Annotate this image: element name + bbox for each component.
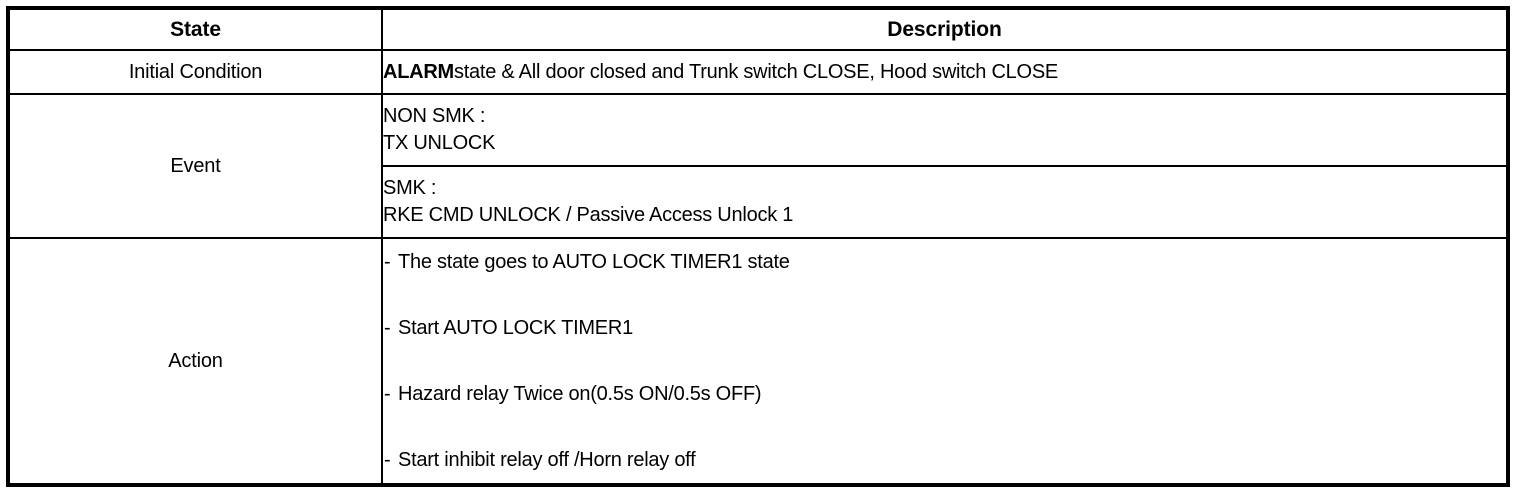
row-description-event-non-smk: NON SMK : TX UNLOCK bbox=[381, 93, 1509, 167]
event-non-smk-block: NON SMK : TX UNLOCK bbox=[383, 103, 1506, 157]
column-header-state: State bbox=[7, 7, 383, 51]
row-description-event-smk: SMK : RKE CMD UNLOCK / Passive Access Un… bbox=[381, 165, 1509, 239]
column-header-description: Description bbox=[381, 7, 1509, 51]
bullet-dash-icon: - bbox=[384, 251, 391, 273]
table-header-row: State Description bbox=[7, 7, 1509, 51]
action-item: -Hazard relay Twice on(0.5s ON/0.5s OFF) bbox=[383, 383, 1506, 405]
action-item-text: Start AUTO LOCK TIMER1 bbox=[398, 317, 633, 339]
initial-condition-rest: state & All door closed and Trunk switch… bbox=[453, 60, 1059, 83]
row-label-event: Event bbox=[7, 93, 383, 239]
event-non-smk-value: TX UNLOCK bbox=[383, 132, 496, 154]
action-item-text: Hazard relay Twice on(0.5s ON/0.5s OFF) bbox=[398, 383, 762, 405]
action-item: -Start AUTO LOCK TIMER1 bbox=[383, 317, 1506, 339]
action-item: -The state goes to AUTO LOCK TIMER1 stat… bbox=[383, 251, 1506, 273]
event-smk-value: RKE CMD UNLOCK / Passive Access Unlock 1 bbox=[383, 204, 794, 226]
action-item-text: Start inhibit relay off /Horn relay off bbox=[398, 449, 696, 471]
table-row-event-smk: SMK : RKE CMD UNLOCK / Passive Access Un… bbox=[8, 165, 1509, 239]
action-item-list: -The state goes to AUTO LOCK TIMER1 stat… bbox=[383, 251, 1506, 471]
row-description-action: -The state goes to AUTO LOCK TIMER1 stat… bbox=[381, 237, 1509, 486]
bullet-dash-icon: - bbox=[384, 449, 391, 471]
table-row-action: Action -The state goes to AUTO LOCK TIME… bbox=[7, 237, 1509, 486]
state-description-table-container: State Description Initial Condition ALAR… bbox=[6, 6, 1510, 487]
row-description-initial-condition: ALARMstate & All door closed and Trunk s… bbox=[381, 49, 1509, 95]
state-description-table: State Description Initial Condition ALAR… bbox=[6, 6, 1510, 487]
table-row-event-non-smk: Event NON SMK : TX UNLOCK bbox=[7, 93, 1509, 239]
bullet-dash-icon: - bbox=[384, 317, 391, 339]
action-item-text: The state goes to AUTO LOCK TIMER1 state bbox=[398, 251, 790, 273]
event-non-smk-title: NON SMK : bbox=[383, 105, 486, 127]
row-label-action: Action bbox=[7, 237, 383, 486]
event-smk-title: SMK : bbox=[383, 177, 437, 199]
table-row-initial-condition: Initial Condition ALARMstate & All door … bbox=[7, 49, 1509, 95]
alarm-keyword: ALARM bbox=[383, 60, 454, 83]
action-item: -Start inhibit relay off /Horn relay off bbox=[383, 449, 1506, 471]
initial-condition-text-line: ALARMstate & All door closed and Trunk s… bbox=[383, 59, 1506, 86]
row-label-initial-condition: Initial Condition bbox=[7, 49, 383, 95]
event-smk-block: SMK : RKE CMD UNLOCK / Passive Access Un… bbox=[383, 175, 1506, 229]
bullet-dash-icon: - bbox=[384, 383, 391, 405]
